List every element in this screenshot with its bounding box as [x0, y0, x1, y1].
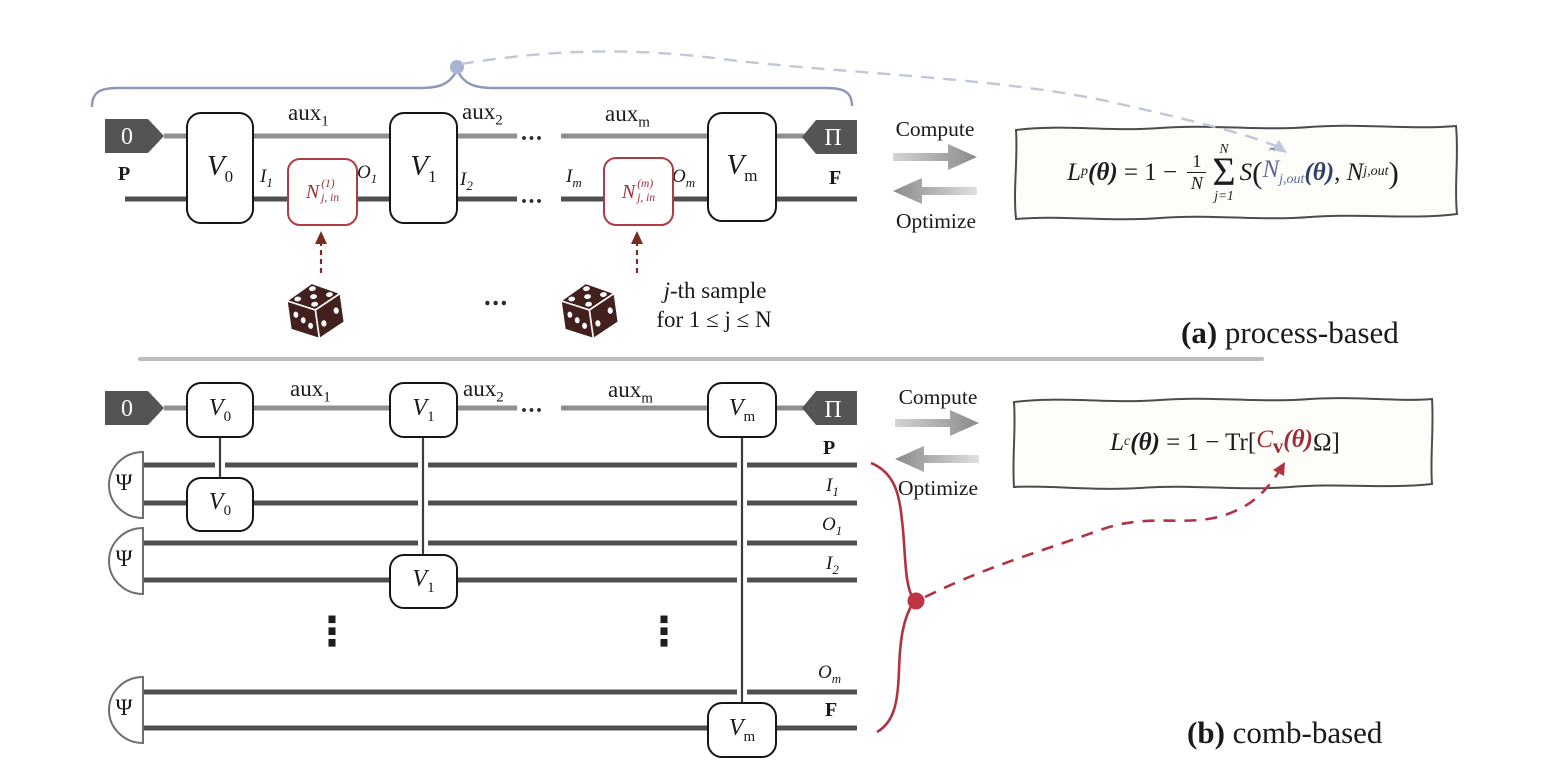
blue-dashed-arrow — [460, 50, 1279, 149]
gate-v0-top-b: V0 — [186, 382, 254, 438]
gate-v1-top-b: V1 — [389, 382, 458, 438]
gate-v0-ctrl-b: V0 — [186, 477, 254, 532]
blue-arrowhead-icon — [1272, 140, 1287, 153]
aux-label-1-a: aux1 — [288, 100, 329, 130]
wire-label-i1-b: I1 — [826, 475, 839, 499]
formula-box-a — [1014, 124, 1459, 221]
ellipsis-main-a: ... — [521, 183, 544, 209]
sample-arrows — [319, 243, 639, 273]
wire-label-p-b: P — [823, 437, 836, 459]
noise-gate-n1: N (1)j, in — [287, 158, 358, 226]
noise-gate-nm: N (m)j, in — [603, 157, 674, 226]
red-brace — [870, 461, 916, 734]
psi-label-1: Ψ — [115, 470, 133, 495]
wire-label-om-b: Om — [818, 662, 842, 686]
aux-label-1-b: aux1 — [290, 376, 331, 406]
red-arrowhead-icon — [1273, 462, 1285, 476]
vertical-dots-right: ⋮ — [644, 609, 684, 655]
red-dashed-arrow — [924, 469, 1282, 599]
optimize-label-a: Optimize — [895, 209, 976, 233]
psi-label-2: Ψ — [115, 546, 133, 571]
ellipsis-dice: ... — [484, 281, 509, 311]
gate-vm-top-b: Vm — [707, 382, 777, 438]
compute-label-b: Compute — [898, 385, 978, 409]
ellipsis-aux-b: ... — [521, 392, 544, 418]
gate-connectors — [215, 437, 747, 705]
measure-flag-a: Π — [824, 124, 842, 151]
sample-arrowhead-icon — [631, 231, 643, 244]
gate-vm-a: Vm — [707, 112, 777, 222]
optimize-label-b: Optimize — [897, 476, 978, 500]
formula-box-b — [1012, 397, 1434, 490]
wire-label-p-a: P — [118, 163, 131, 185]
caption-b: (b) comb-based — [1187, 715, 1383, 750]
aux-label-m-b: auxm — [608, 377, 653, 407]
zero-state-flag-a: 0 — [121, 124, 133, 150]
wire-label-o1-a: O1 — [357, 162, 378, 186]
compute-arrow-icon — [893, 144, 977, 170]
wire-label-f-b: F — [825, 699, 838, 721]
gate-v0-a: V0 — [186, 112, 254, 224]
psi-label-3: Ψ — [115, 695, 133, 720]
wire-label-o1-b: O1 — [822, 514, 843, 538]
compute-arrow-icon — [895, 410, 979, 436]
optimize-arrow-icon — [893, 178, 977, 204]
wire-label-i2-a: I2 — [460, 169, 473, 193]
wire-label-im-a: Im — [566, 166, 582, 190]
gate-v1-ctrl-b: V1 — [389, 554, 458, 609]
sample-note-line2: for 1 ≤ j ≤ N — [656, 307, 772, 332]
zero-state-flag-b: 0 — [121, 396, 133, 422]
psi-states — [108, 450, 144, 745]
measure-flag-b: Π — [824, 396, 842, 423]
sample-arrowhead-icon — [315, 231, 327, 244]
vertical-dots-left: ⋮ — [312, 609, 352, 655]
red-brace-dot — [907, 592, 925, 610]
wire-label-f-a: F — [829, 167, 842, 189]
wire-label-i1-a: I1 — [260, 166, 273, 190]
gate-v1-a: V1 — [389, 112, 458, 224]
aux-label-2-b: aux2 — [463, 376, 504, 406]
bottom-circuit-wires — [143, 405, 857, 731]
aux-label-m-a: auxm — [605, 101, 650, 131]
optimize-arrow-icon — [895, 446, 979, 472]
wire-label-om-a: Om — [672, 166, 696, 190]
caption-a: (a) process-based — [1181, 315, 1399, 350]
aux-label-2-a: aux2 — [462, 99, 503, 129]
ellipsis-aux-a: ... — [521, 120, 544, 146]
blue-brace-dot — [450, 60, 464, 74]
sample-note-line1: j-th sample — [663, 278, 767, 303]
state-flags — [105, 119, 857, 425]
compute-label-a: Compute — [895, 117, 975, 141]
wire-label-i2-b: I2 — [826, 553, 839, 577]
gate-vm-ctrl-b: Vm — [707, 702, 777, 758]
